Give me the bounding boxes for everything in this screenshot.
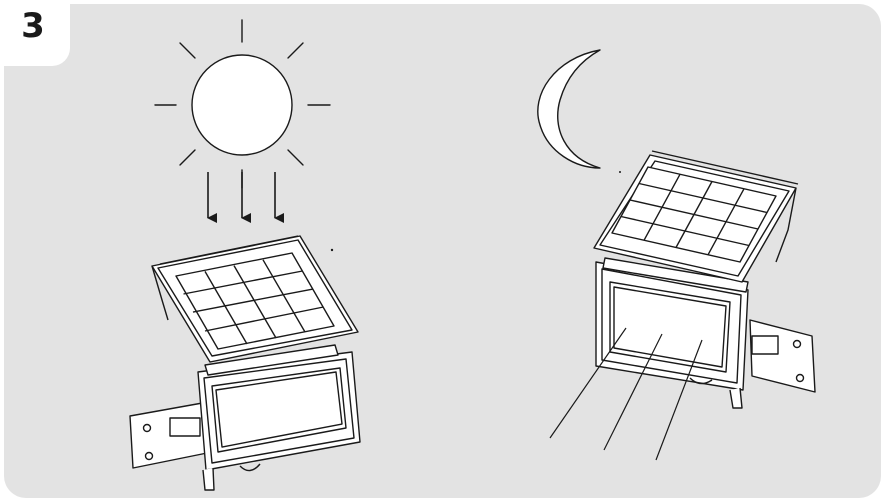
wall-bracket xyxy=(749,319,816,393)
solar-light-nighttime xyxy=(549,150,816,461)
dust-speck xyxy=(619,171,621,173)
hinge xyxy=(204,344,339,376)
lamp-head xyxy=(595,261,749,409)
hinge xyxy=(602,257,749,293)
light-beams xyxy=(549,327,703,461)
charging-arrows xyxy=(207,172,284,223)
sun-icon xyxy=(154,19,331,189)
step-number: 3 xyxy=(21,6,45,46)
solar-light-daytime xyxy=(129,235,361,491)
solar-panel xyxy=(151,235,359,363)
step-tab xyxy=(0,0,70,66)
dust-speck xyxy=(330,248,334,252)
crescent-moon-icon xyxy=(537,49,601,169)
solar-panel xyxy=(593,150,799,283)
wall-bracket xyxy=(129,401,213,469)
